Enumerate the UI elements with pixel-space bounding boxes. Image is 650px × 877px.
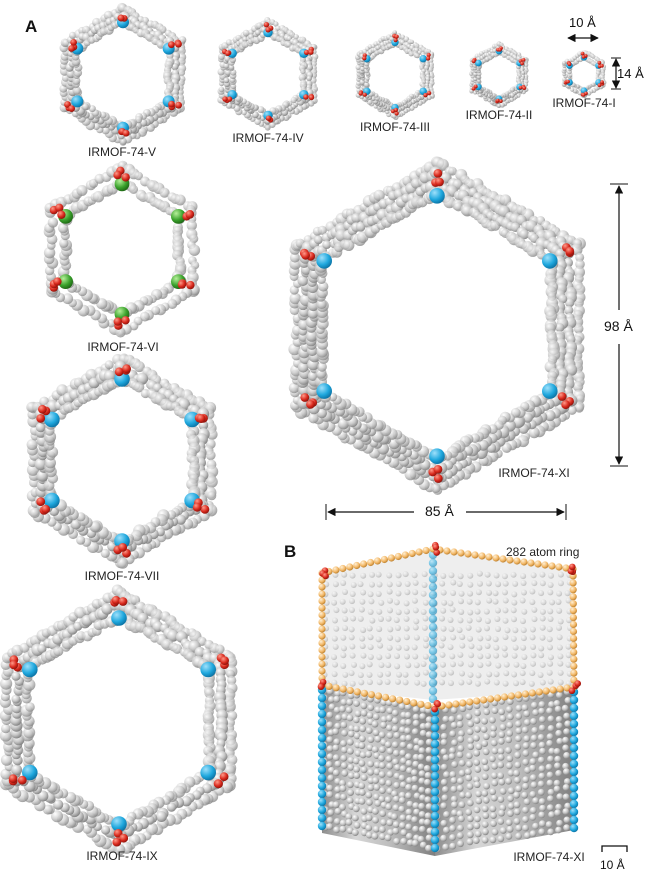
label-irmof-74-iv: IRMOF-74-IV — [232, 131, 304, 145]
label-irmof-74-i: IRMOF-74-I — [552, 96, 616, 110]
tube-irmof-74-xi — [317, 541, 582, 856]
ring-irmof-74-ii — [469, 41, 529, 108]
label-irmof-74-xi: IRMOF-74-XI — [498, 466, 570, 480]
label-irmof-74-iii: IRMOF-74-III — [359, 120, 431, 134]
label-irmof-74-ix: IRMOF-74-IX — [86, 849, 158, 863]
ring-irmof-74-v — [59, 2, 187, 146]
ring-irmof-74-vi — [43, 160, 201, 338]
dim-height-irmof-74-xi: 98 Å — [604, 318, 633, 334]
scale-bar-label: 10 Å — [600, 858, 625, 872]
label-irmof-74-v: IRMOF-74-V — [87, 145, 157, 159]
dimension-lines — [325, 33, 628, 852]
annotation-ring-count: 282 atom ring — [506, 545, 580, 559]
label-irmof-74-xi-tube: IRMOF-74-XI — [513, 850, 585, 864]
ring-irmof-74-vii — [26, 353, 219, 569]
panel-label-a: A — [25, 17, 38, 36]
ring-irmof-74-iv — [217, 17, 319, 131]
ring-irmof-74-iii — [355, 30, 435, 121]
ring-irmof-74-ix — [0, 584, 238, 856]
dim-width-irmof-74-xi: 85 Å — [425, 503, 454, 519]
ring-irmof-74-xi — [288, 156, 586, 495]
panel-label-b: B — [284, 542, 297, 561]
label-irmof-74-vi: IRMOF-74-VI — [87, 340, 159, 354]
label-irmof-74-vii: IRMOF-74-VII — [84, 569, 160, 583]
label-irmof-74-ii: IRMOF-74-II — [465, 108, 533, 122]
dim-width-irmof-74-i: 10 Å — [569, 15, 596, 30]
ring-irmof-74-i — [561, 50, 607, 98]
dim-height-irmof-74-i: 14 Å — [617, 66, 644, 81]
